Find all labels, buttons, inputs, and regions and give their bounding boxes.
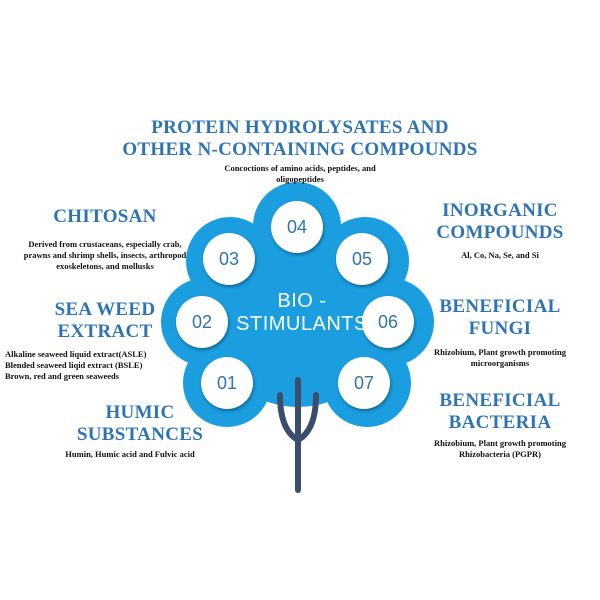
humic-title-line1: HUMIC xyxy=(105,402,175,423)
humic-desc: Humin, Humic acid and Fulvic acid xyxy=(65,449,195,459)
protein-desc-line2: oligopeptides xyxy=(276,174,324,184)
bacteria-title-line1: BENEFICIAL xyxy=(439,390,561,411)
seaweed-desc-line2: Blended seaweed liqid extract (BSLE) xyxy=(5,360,143,370)
number-circle-07: 07 xyxy=(338,357,390,409)
protein-title-line1: PROTEIN HYDROLYSATES AND xyxy=(151,117,449,138)
fungi-desc-line1: Rhizobium, Plant growth promoting xyxy=(434,347,566,357)
number-circle-02: 02 xyxy=(176,296,228,348)
bacteria-desc-line1: Rhizobium, Plant growth promoting xyxy=(434,438,566,448)
seaweed-title-line1: SEA WEED xyxy=(54,299,156,320)
seaweed-title-line2: EXTRACT xyxy=(57,321,153,342)
number-circle-06: 06 xyxy=(362,296,414,348)
humic-title-line2: SUBSTANCES xyxy=(76,424,204,445)
chitosan-desc-line1: Derived from crustaceans, especially cra… xyxy=(28,239,182,249)
fungi-desc-line2: microorganisms xyxy=(470,358,530,368)
number-circle-03: 03 xyxy=(203,233,255,285)
fungi-title-line2: FUNGI xyxy=(468,318,532,339)
inorganic-title-line2: COMPOUNDS xyxy=(436,222,564,243)
seaweed-desc-line3: Brown, red and green seaweeds xyxy=(5,371,120,381)
seaweed-desc-line1: Alkaline seaweed liquid extract(ASLE) xyxy=(5,349,147,359)
number-circle-01: 01 xyxy=(201,357,253,409)
inorganic-title-line1: INORGANIC xyxy=(442,200,558,221)
number-circle-05: 05 xyxy=(336,233,388,285)
protein-title-line2: OTHER N-CONTAINING COMPOUNDS xyxy=(122,139,478,160)
protein-desc-line1: Concoctions of amino acids, peptides, an… xyxy=(224,163,376,173)
tree-trunk xyxy=(277,377,319,493)
inorganic-desc: Al, Co, Na, Se, and Si xyxy=(461,250,539,260)
center-label: BIO - STIMULANTS xyxy=(232,290,372,336)
center-label-line1: BIO - xyxy=(277,290,327,312)
number-circle-04: 04 xyxy=(271,201,323,253)
bacteria-desc-line2: Rhizobacteria (PGPR) xyxy=(459,449,541,459)
chitosan-desc-line2: prawns and shrimp shells, insects, arthr… xyxy=(23,250,187,260)
chitosan-desc-line3: exoskeletons, and mollusks xyxy=(56,261,154,271)
center-label-line2: STIMULANTS xyxy=(236,313,368,335)
bacteria-title-line2: BACTERIA xyxy=(448,412,552,433)
chitosan-title: CHITOSAN xyxy=(53,206,157,227)
fungi-title-line1: BENEFICIAL xyxy=(439,296,561,317)
